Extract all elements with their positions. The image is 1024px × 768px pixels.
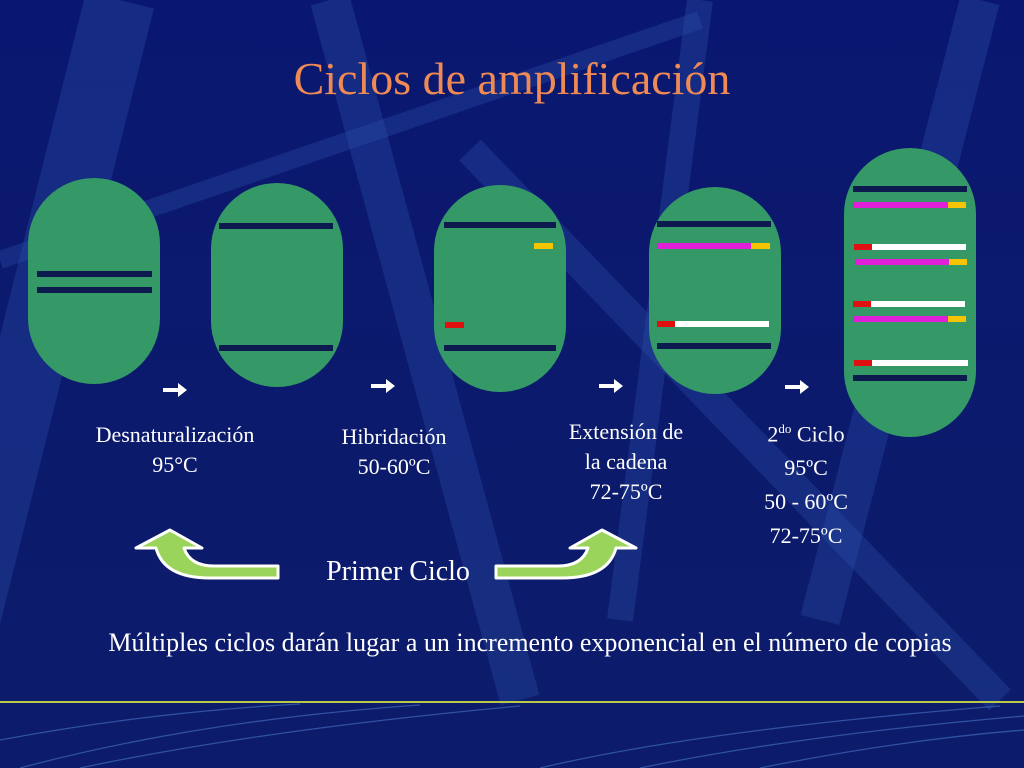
stage-label-second-cycle: 2do Ciclo 95ºC 50 - 60ºC 72-75ºC (720, 412, 892, 553)
stage-label-line: 95°C (152, 452, 198, 477)
stage-label-line: 72-75ºC (589, 479, 663, 504)
primer-red (853, 301, 871, 307)
dna-strand-bottom (37, 287, 152, 293)
primer-red (854, 244, 872, 250)
cycle-ordinal-suffix: do (778, 421, 792, 436)
stage-label-line: Hibridación (341, 424, 447, 449)
cell-second-cycle (844, 148, 976, 437)
primer-yellow (534, 243, 553, 249)
new-strand-white (872, 360, 968, 366)
new-strand-magenta (855, 259, 949, 265)
stage-label-line: 95ºC (784, 455, 828, 481)
primer-yellow (948, 316, 966, 322)
second-cycle-heading: 2do Ciclo (720, 412, 892, 451)
dna-strand-top (444, 222, 556, 228)
primer-ciclo-label: Primer Ciclo (326, 556, 470, 587)
right-arrow-icon (599, 379, 623, 393)
slide-title: Ciclos de amplificación (293, 53, 731, 104)
dna-strand-top (853, 186, 967, 192)
dna-strand-top (219, 223, 333, 229)
cell-denaturation (28, 178, 160, 384)
dna-strand-bottom (219, 345, 333, 351)
footer-caption: Múltiples ciclos darán lugar a un increm… (108, 628, 952, 657)
stage-label-line: la cadena (584, 449, 668, 474)
cycle-arrow-right-icon (494, 528, 638, 580)
dna-strand-bottom (853, 375, 967, 381)
primer-yellow (948, 202, 966, 208)
stage-label-line: 50 - 60ºC (764, 489, 848, 515)
new-strand-white (872, 244, 966, 250)
stage-label-line: Extensión de (568, 419, 684, 444)
primer-red (445, 322, 464, 328)
stage-label-hybridization: Hibridación 50-60ºC (300, 422, 488, 482)
primer-yellow (949, 259, 967, 265)
cell-extension (649, 187, 781, 394)
cycle-word: Ciclo (796, 421, 845, 447)
stage-label-line: 72-75ºC (769, 523, 843, 549)
cell-hybridization (434, 185, 566, 392)
dna-strand-bottom (657, 343, 771, 349)
new-strand-white (871, 301, 965, 307)
dna-strand-top (37, 271, 152, 277)
stage-label-line: Desnaturalización (95, 422, 255, 447)
stage-label-line: 50-60ºC (357, 454, 431, 479)
cycle-ordinal: 2 (767, 421, 779, 447)
right-arrow-icon (785, 380, 809, 394)
right-arrow-icon (163, 383, 187, 397)
stage-label-extension: Extensión de la cadena 72-75ºC (532, 417, 720, 507)
new-strand-magenta (657, 243, 753, 249)
new-strand-magenta (853, 202, 949, 208)
primer-red (657, 321, 676, 327)
stage-label-denaturation: Desnaturalización 95°C (60, 420, 290, 480)
cell-separated-strands (211, 183, 343, 387)
cycle-arrow-left-icon (134, 528, 280, 580)
dna-strand-bottom (444, 345, 556, 351)
dna-strand-top (657, 221, 771, 227)
new-strand-magenta (853, 316, 948, 322)
primer-yellow (751, 243, 770, 249)
new-strand-white (675, 321, 769, 327)
primer-red (854, 360, 872, 366)
right-arrow-icon (371, 379, 395, 393)
